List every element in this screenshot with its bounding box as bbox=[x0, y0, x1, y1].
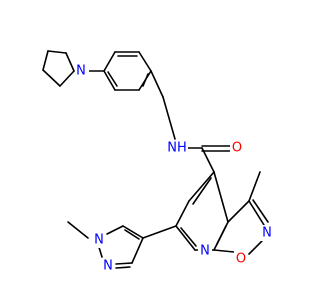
atom-label: N bbox=[103, 259, 113, 274]
molecule-structure: N N O N N N NH O bbox=[42, 50, 274, 274]
atom-label: N bbox=[262, 226, 272, 241]
bond-phenyl-inner-2 bbox=[142, 73, 149, 87]
atom-pyrazole-n2: N bbox=[101, 258, 115, 274]
bonds bbox=[42, 50, 269, 269]
atom-pyrrolidine-n: N bbox=[75, 63, 89, 79]
structure-canvas: N N O N N N NH O bbox=[42, 50, 274, 274]
bond-pyrazole-c3-n2-2 bbox=[115, 266, 131, 269]
bond-phenyl-inner-1 bbox=[107, 71, 118, 87]
bond-c6-pyrazole bbox=[142, 225, 177, 239]
bond-pyrazole-c3-n2 bbox=[115, 262, 133, 265]
bond-isoxazole-n-o bbox=[248, 240, 263, 255]
bond-isoxazole-c3-n-2 bbox=[252, 199, 269, 223]
atom-label: N bbox=[94, 233, 104, 248]
atom-isoxazole-o: O bbox=[234, 251, 248, 267]
bond-pyridine-c3a-c4 bbox=[213, 171, 229, 223]
bond-pyridine-inner-3 bbox=[216, 225, 227, 245]
atom-label: N bbox=[76, 64, 86, 79]
bond-pyridine-c6-n bbox=[175, 225, 196, 251]
atom-label: O bbox=[236, 252, 246, 267]
bond-pyrrolidine-2 bbox=[59, 70, 75, 87]
bond-isoxazole-c3-n bbox=[248, 200, 265, 226]
bond-phenyl-ch2 bbox=[150, 70, 164, 98]
atom-pyridine-n: N bbox=[198, 243, 212, 259]
bond-pyridine-inner-2 bbox=[180, 227, 197, 247]
bond-pyrazole-c5-c4-2 bbox=[124, 229, 140, 240]
bond-pyrazole-c4-c3 bbox=[131, 237, 144, 264]
bond-phenyl-6 bbox=[103, 51, 116, 72]
bond-ch2-nh bbox=[162, 96, 176, 140]
atom-amide-nh: NH bbox=[166, 140, 188, 156]
bond-pyrrolidine-5 bbox=[42, 50, 49, 71]
bond-pyridine-c5-c6 bbox=[175, 200, 190, 227]
bond-pyrrolidine-3 bbox=[65, 52, 75, 72]
atom-label: NH bbox=[167, 141, 187, 156]
bond-c3-methyl bbox=[248, 171, 261, 202]
bond-pyridine-inner-1 bbox=[192, 177, 212, 205]
bond-pyrazole-c5-c4 bbox=[122, 225, 144, 239]
bond-pyridine-c4-c5 bbox=[188, 171, 215, 202]
bond-isoxazole-o-c7a bbox=[213, 249, 235, 253]
atom-label: N bbox=[200, 244, 210, 259]
bond-pyrrolidine-4 bbox=[47, 50, 67, 54]
bond-n1-methyl bbox=[67, 221, 89, 239]
atoms: N N O N N N NH O bbox=[75, 63, 274, 274]
bond-phenyl-1 bbox=[103, 70, 116, 91]
bond-isoxazole-c3a-c3 bbox=[227, 200, 250, 223]
bond-phenyl-4 bbox=[138, 51, 152, 72]
atom-label: O bbox=[232, 141, 242, 156]
atom-carbonyl-o: O bbox=[230, 140, 244, 156]
bond-pyrrolidine-1 bbox=[42, 69, 61, 87]
atom-pyrazole-n1: N bbox=[92, 232, 106, 248]
bond-carbonyl-c4 bbox=[201, 147, 215, 173]
atom-isoxazole-n: N bbox=[260, 225, 274, 241]
bond-pyrazole-n1-c5 bbox=[106, 225, 124, 235]
